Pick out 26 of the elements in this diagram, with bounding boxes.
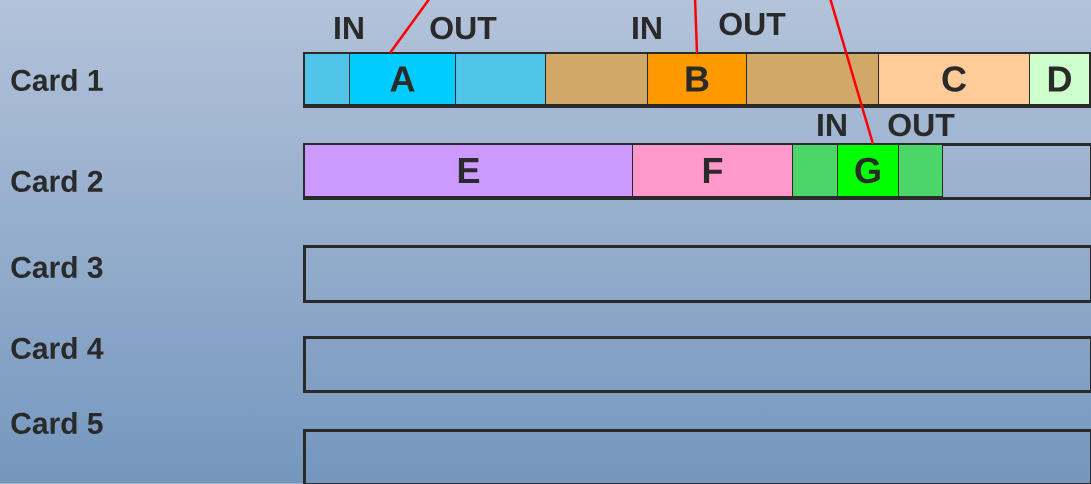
card-slot: C — [878, 53, 1030, 105]
port-label: IN — [818, 114, 846, 136]
card-label: Card 5 — [11, 412, 103, 435]
card-label: Card 4 — [11, 337, 104, 359]
card-row — [303, 429, 1091, 484]
leader-line — [828, 0, 875, 145]
port-label: OUT — [430, 16, 497, 40]
card-slot: D — [1029, 53, 1090, 105]
card-row — [303, 52, 1091, 108]
port-label: IN — [633, 17, 661, 39]
leader-line — [389, 0, 432, 54]
card-slot: B — [647, 53, 747, 105]
card-row — [303, 336, 1091, 393]
port-label: OUT — [888, 113, 955, 137]
card-row — [303, 143, 1091, 200]
card-slot: A — [349, 53, 456, 105]
leader-line — [693, 0, 699, 54]
port-label: OUT — [719, 12, 786, 36]
card-slot: F — [632, 144, 793, 197]
card-label: Card 3 — [11, 255, 103, 279]
card-label: Card 1 — [11, 69, 103, 91]
card-row — [303, 245, 1091, 303]
port-label: IN — [335, 17, 363, 39]
card-slot: G — [837, 144, 899, 197]
card-label: Card 2 — [11, 170, 103, 192]
card-slot: E — [304, 144, 633, 197]
